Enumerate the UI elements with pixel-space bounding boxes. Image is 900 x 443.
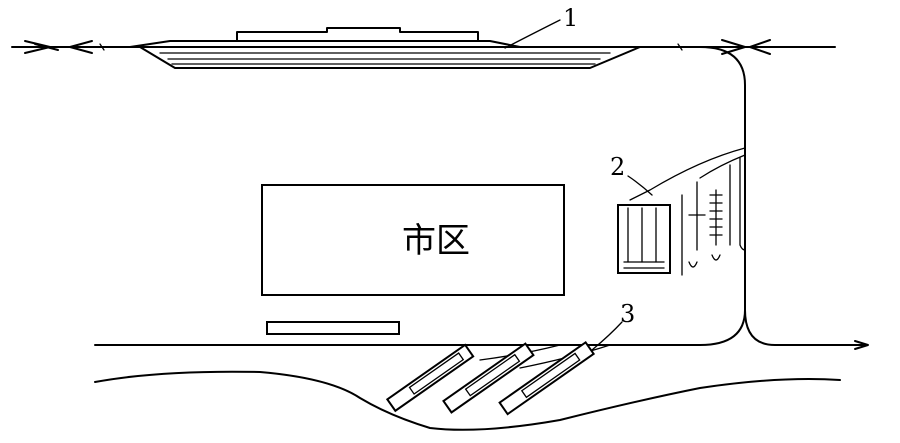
station-yard-3: 3 (385, 300, 635, 416)
station-yard-2: 2 (610, 147, 746, 276)
small-building (266, 321, 400, 335)
main-line-top (11, 39, 836, 55)
city-area-label: 市区 (402, 221, 470, 261)
shoreline (94, 370, 841, 431)
station-3-label: 3 (620, 300, 635, 328)
station-2-label: 2 (610, 153, 625, 181)
station-1-label: 1 (563, 4, 578, 32)
city-area: 市区 (261, 184, 565, 296)
station-yard-1: 1 (129, 4, 641, 69)
